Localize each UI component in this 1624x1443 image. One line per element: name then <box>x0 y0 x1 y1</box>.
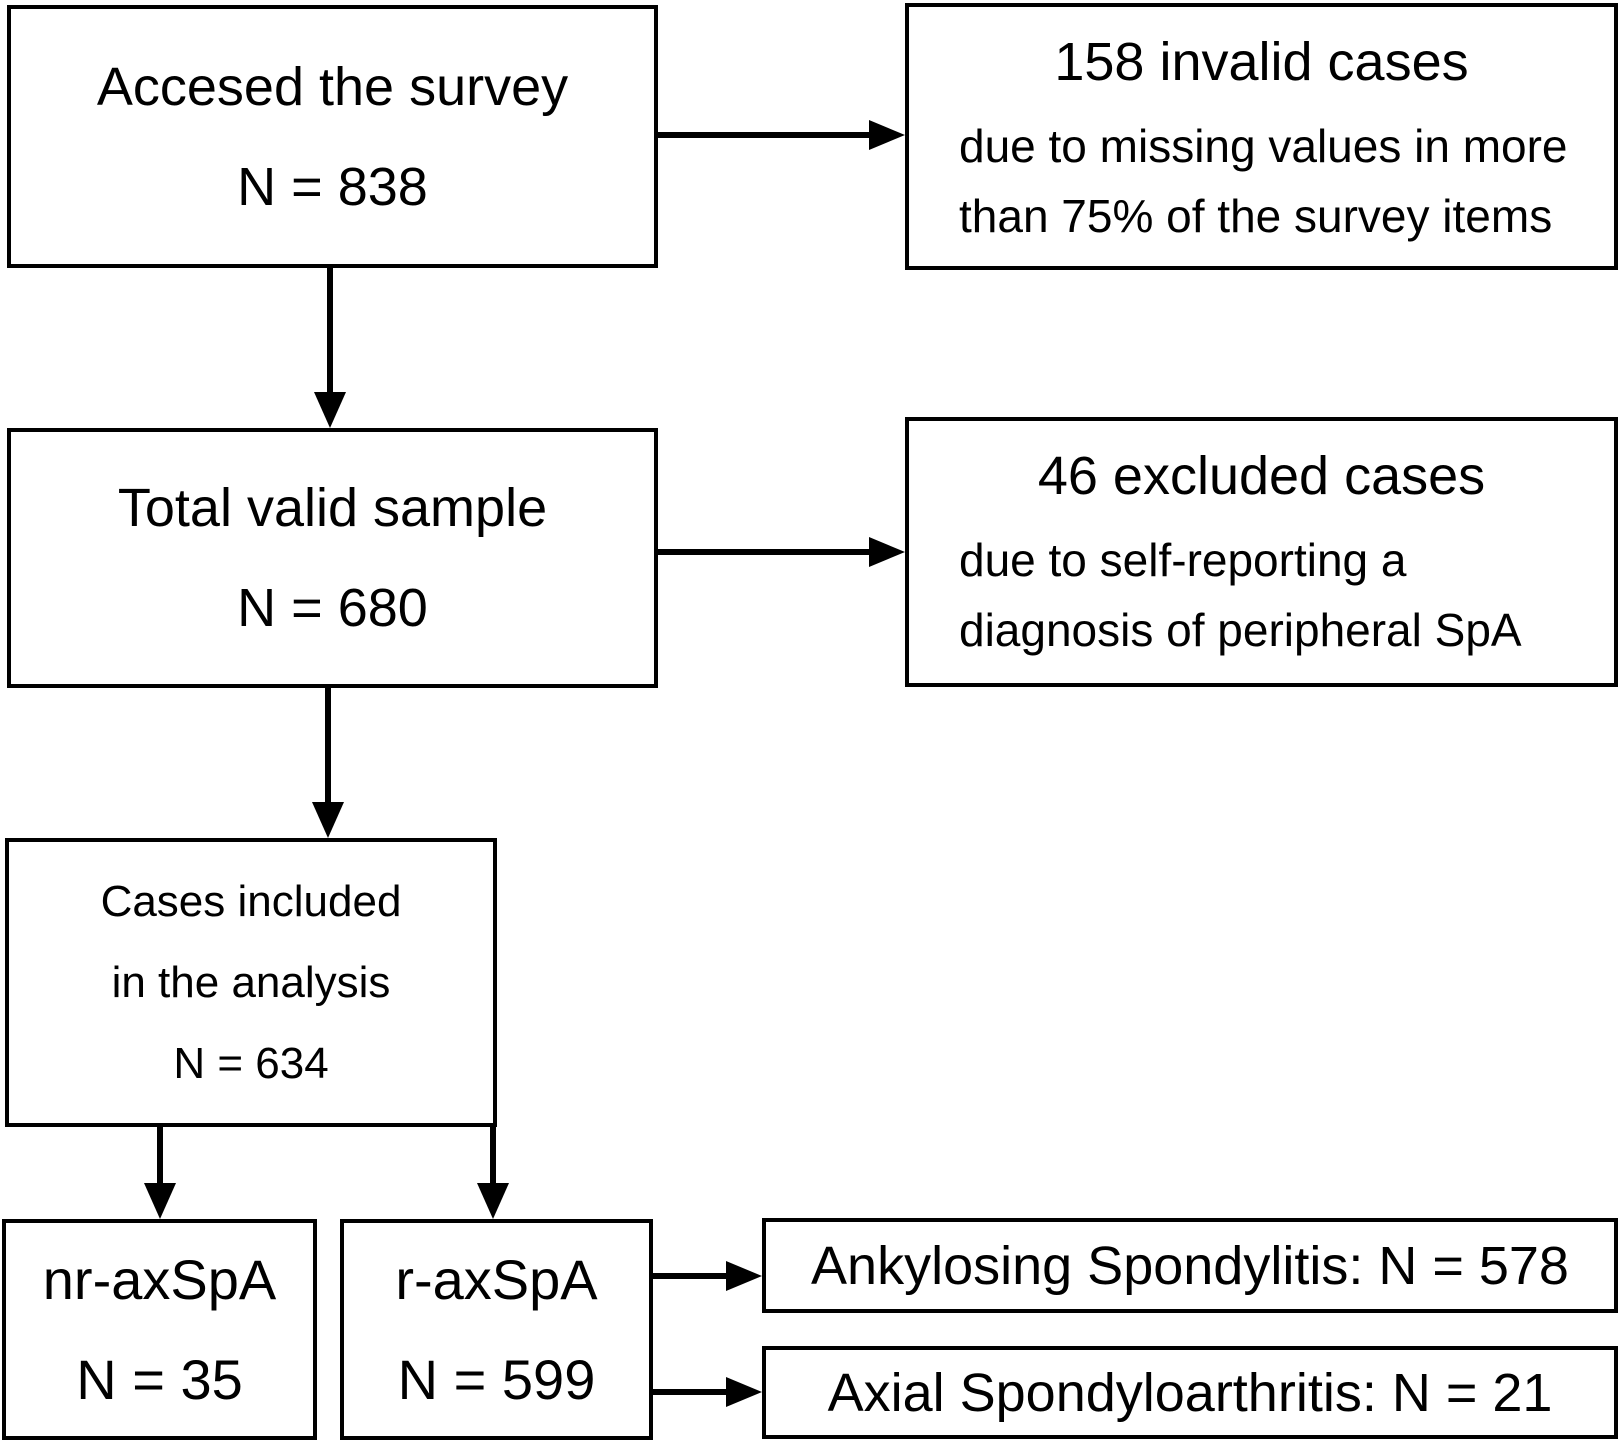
box-cases-included-line: in the analysis <box>111 958 391 1007</box>
arrow-included-to-r-axspa-shaft <box>490 1127 496 1183</box>
box-invalid-cases-reason-line: than 75% of the survey items <box>959 190 1553 242</box>
box-total-valid-sample: Total valid sample N = 680 <box>7 428 658 688</box>
box-excluded-cases-body: due to self-reporting a diagnosis of per… <box>909 525 1614 665</box>
box-total-valid-sample-count: N = 680 <box>237 578 428 638</box>
box-axial-spondyloarthritis: Axial Spondyloarthritis: N = 21 <box>762 1346 1618 1439</box>
box-invalid-cases: 158 invalid cases due to missing values … <box>905 3 1618 270</box>
box-total-valid-sample-title: Total valid sample <box>117 478 548 538</box>
box-excluded-cases-title: 46 excluded cases <box>1037 446 1486 506</box>
box-invalid-cases-body: due to missing values in more than 75% o… <box>909 111 1614 251</box>
box-excluded-cases-reason-line: diagnosis of peripheral SpA <box>959 604 1522 656</box>
arrow-accessed-to-valid-shaft <box>327 268 333 394</box>
box-accessed-survey-count: N = 838 <box>237 156 428 217</box>
arrow-valid-to-included-head <box>312 802 344 838</box>
box-ankylosing-spondylitis-label: Ankylosing Spondylitis: N = 578 <box>811 1235 1569 1296</box>
arrow-accessed-to-invalid-head <box>869 120 905 150</box>
box-accessed-survey: Accesed the survey N = 838 <box>7 5 658 268</box>
arrow-included-to-r-axspa-head <box>477 1183 509 1219</box>
arrow-valid-to-included-shaft <box>325 688 331 804</box>
box-axial-spondyloarthritis-label: Axial Spondyloarthritis: N = 21 <box>827 1362 1553 1423</box>
box-cases-included-count: N = 634 <box>173 1039 329 1088</box>
box-invalid-cases-reason-line: due to missing values in more <box>959 120 1568 172</box>
box-r-axspa: r-axSpA N = 599 <box>340 1219 653 1440</box>
box-excluded-cases: 46 excluded cases due to self-reporting … <box>905 417 1618 687</box>
arrow-accessed-to-invalid-shaft <box>657 132 871 138</box>
box-nr-axspa: nr-axSpA N = 35 <box>2 1219 317 1440</box>
arrow-valid-to-excluded-shaft <box>658 549 871 555</box>
box-invalid-cases-title: 158 invalid cases <box>1054 32 1469 92</box>
box-excluded-cases-reason-line: due to self-reporting a <box>959 534 1407 586</box>
box-accessed-survey-title: Accesed the survey <box>96 56 569 117</box>
arrow-valid-to-excluded-head <box>869 537 905 567</box>
arrow-included-to-nr-axspa-shaft <box>157 1127 163 1183</box>
box-cases-included: Cases included in the analysis N = 634 <box>5 838 497 1127</box>
box-cases-included-line: Cases included <box>100 877 402 926</box>
box-nr-axspa-count: N = 35 <box>76 1347 243 1411</box>
arrow-included-to-nr-axspa-head <box>144 1183 176 1219</box>
box-r-axspa-count: N = 599 <box>397 1347 596 1411</box>
box-nr-axspa-title: nr-axSpA <box>42 1247 277 1311</box>
arrow-r-axspa-to-ankylosing-shaft <box>653 1273 728 1279</box>
arrow-r-axspa-to-axial-head <box>726 1377 762 1407</box>
arrow-accessed-to-valid-head <box>314 392 346 428</box>
arrow-r-axspa-to-ankylosing-head <box>726 1261 762 1291</box>
arrow-r-axspa-to-axial-shaft <box>653 1389 728 1395</box>
box-r-axspa-title: r-axSpA <box>395 1247 598 1311</box>
box-ankylosing-spondylitis: Ankylosing Spondylitis: N = 578 <box>762 1218 1618 1313</box>
